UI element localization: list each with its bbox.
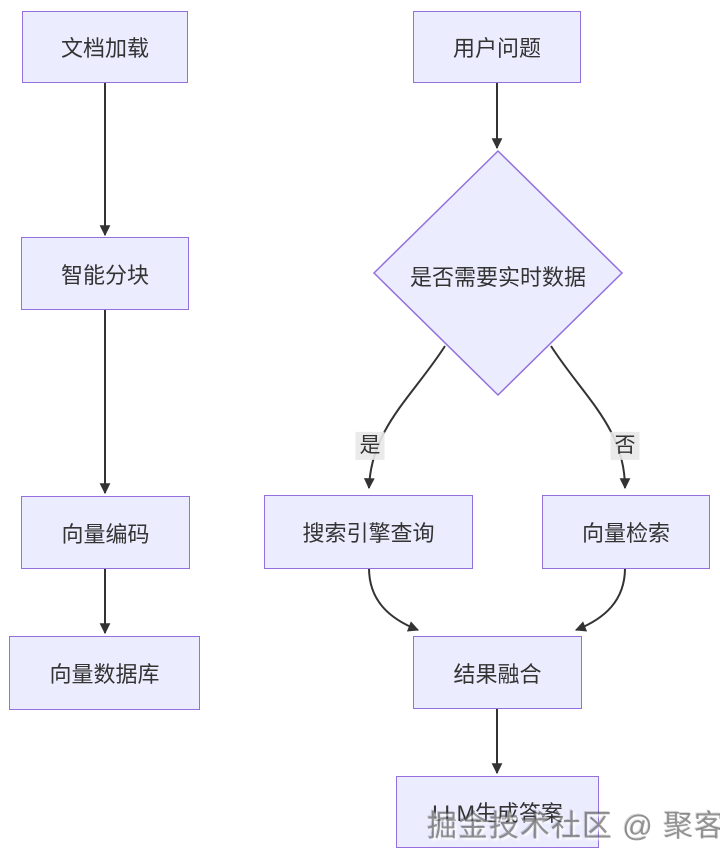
node-user-question: 用户问题 xyxy=(413,11,581,83)
node-doc-load: 文档加载 xyxy=(22,11,188,83)
edge-decision-yes-to-searchquery xyxy=(363,345,446,490)
edge-label-no: 否 xyxy=(610,431,640,461)
edge-label-yes: 是 xyxy=(355,431,385,461)
node-decision-label: 是否需要实时数据 xyxy=(409,265,586,290)
node-llm-answer: LLM生成答案 xyxy=(396,776,599,848)
node-vector-encode: 向量编码 xyxy=(21,496,190,569)
node-vector-db: 向量数据库 xyxy=(9,636,200,710)
node-smart-chunk: 智能分块 xyxy=(21,237,189,310)
node-search-query: 搜索引擎查询 xyxy=(264,495,473,569)
decision-diamond-shape xyxy=(372,149,624,397)
edge-decision-no-to-vectorretrieve xyxy=(550,345,631,490)
node-result-fusion: 结果融合 xyxy=(413,636,582,709)
node-vector-retrieve: 向量检索 xyxy=(542,495,710,569)
edge-searchquery-to-resultfusion xyxy=(368,567,420,632)
edge-vectorretrieve-to-resultfusion xyxy=(574,567,626,632)
